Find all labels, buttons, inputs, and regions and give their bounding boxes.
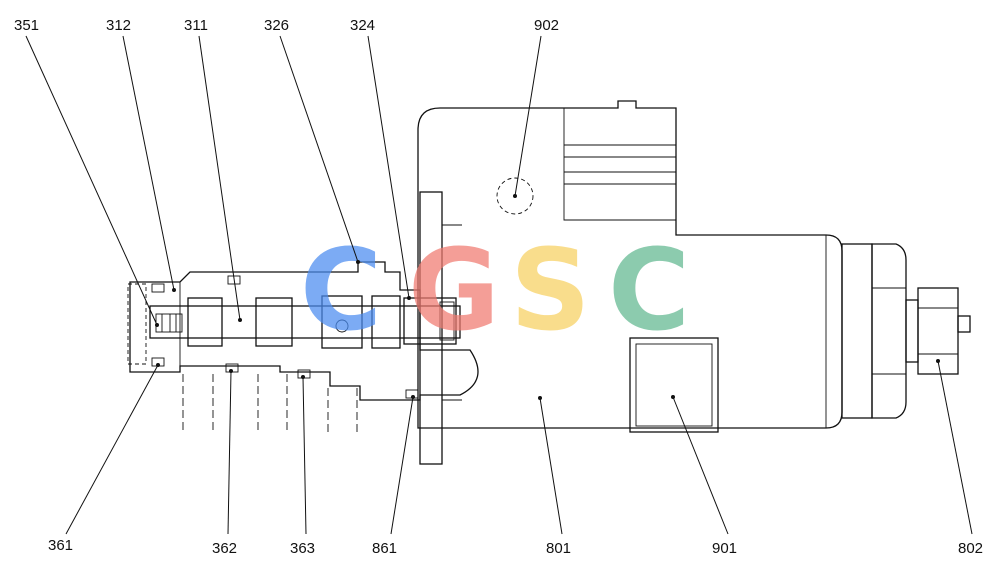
callout-312: 312 xyxy=(106,17,131,34)
callout-311: 311 xyxy=(184,17,208,34)
leader-dots xyxy=(155,194,940,400)
callout-351: 351 xyxy=(14,17,39,34)
valve-cartridge xyxy=(127,261,479,401)
callout-324: 324 xyxy=(350,17,375,34)
callout-901: 901 xyxy=(712,540,737,557)
watermark-letter-3: S xyxy=(510,226,591,356)
callout-362: 362 xyxy=(212,540,237,557)
callout-902: 902 xyxy=(534,17,559,34)
callout-363: 363 xyxy=(290,540,315,557)
watermark-letter-4: C xyxy=(608,226,690,356)
callout-801: 801 xyxy=(546,540,571,557)
solenoid-housing xyxy=(417,100,843,429)
watermark-letter-2: G xyxy=(408,226,500,356)
watermark-letter-1: C xyxy=(300,226,382,356)
name-plate xyxy=(629,337,719,433)
callout-861: 861 xyxy=(372,540,397,557)
watermark: C G S C xyxy=(300,226,690,356)
callout-802: 802 xyxy=(958,540,983,557)
coil-nut xyxy=(841,243,971,419)
leader-lines xyxy=(25,35,973,535)
port-center-lines xyxy=(182,374,358,434)
callout-labels: 351 312 311 326 324 902 361 362 363 861 … xyxy=(14,17,983,557)
callout-326: 326 xyxy=(264,17,289,34)
callout-361: 361 xyxy=(48,537,73,554)
